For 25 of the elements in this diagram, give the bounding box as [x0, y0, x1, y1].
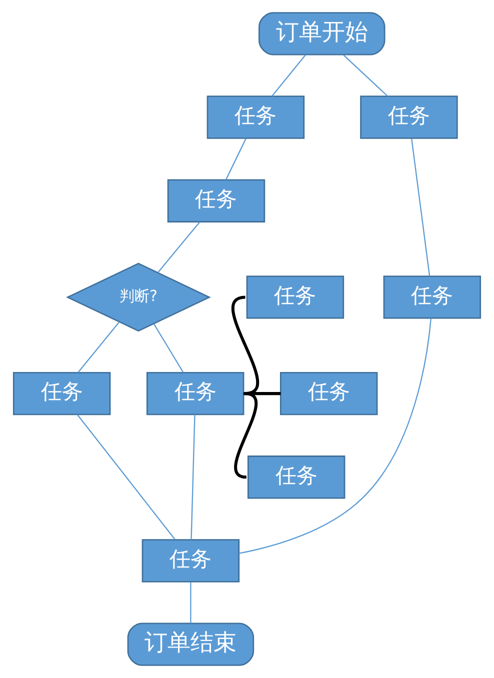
node-box: 任务 — [167, 179, 266, 222]
connector — [190, 414, 196, 540]
connector — [154, 324, 184, 373]
connector — [271, 54, 306, 97]
node-box: 任务 — [206, 96, 305, 139]
connector — [158, 222, 200, 273]
connector — [343, 54, 388, 97]
node-box: 任务 — [12, 372, 111, 416]
connector — [76, 414, 176, 540]
connector — [238, 318, 432, 554]
node-box: 订单结束 — [127, 622, 254, 666]
node-box: 任务 — [360, 96, 458, 139]
node-box: 任务 — [280, 372, 378, 416]
connector — [244, 392, 281, 396]
node-box: 订单开始 — [258, 12, 386, 56]
node-box: 任务 — [246, 276, 344, 319]
node-box: 任务 — [142, 539, 240, 582]
node-box: 任务 — [383, 276, 482, 319]
node-box: 任务 — [146, 372, 244, 416]
connector — [190, 582, 192, 624]
connector — [411, 138, 430, 276]
node-diamond: 判断? — [66, 262, 211, 332]
connector — [225, 138, 246, 180]
node-box: 任务 — [247, 456, 346, 499]
connector — [78, 322, 120, 373]
